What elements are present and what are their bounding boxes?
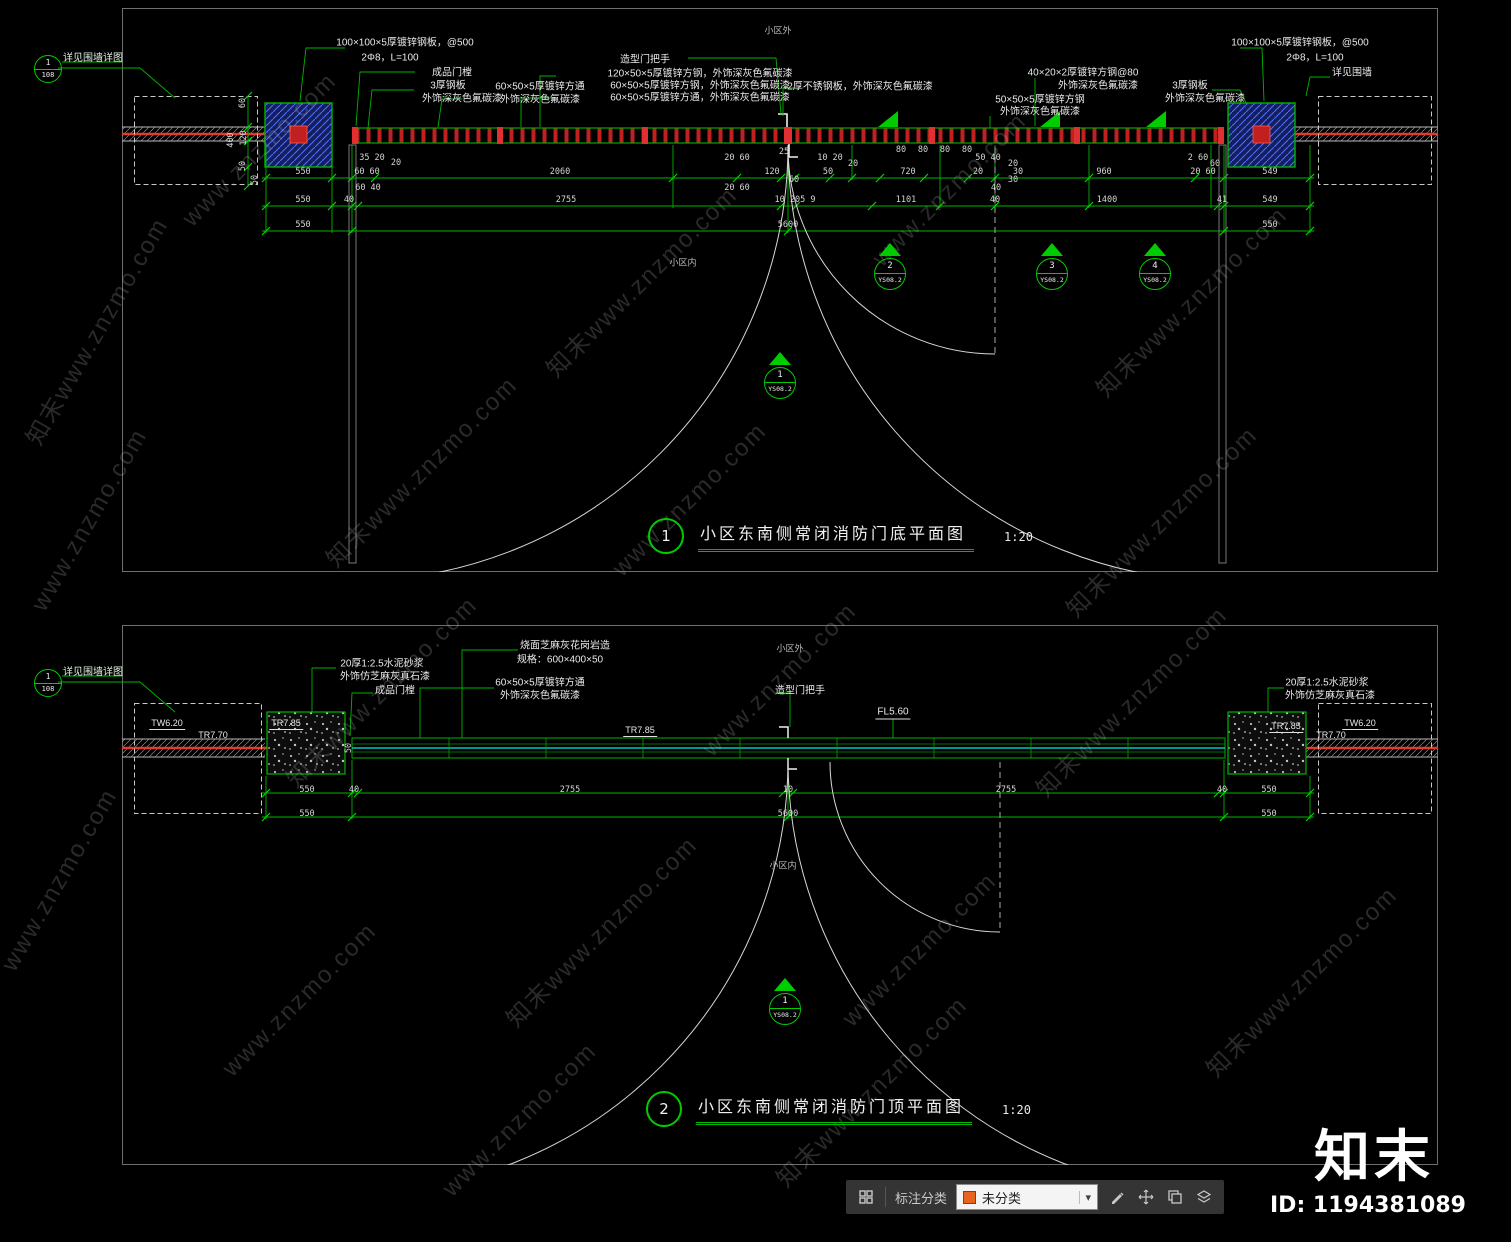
- section-flag-icons: [878, 111, 1166, 127]
- p2-drawing-title: 2 小区东南侧常闭消防门顶平面图 1:20: [646, 1091, 1031, 1127]
- p2-door-swing-arcs: [355, 760, 1221, 1193]
- p1-detail-ref-bubble: 1 108: [34, 55, 62, 83]
- title-text: 小区东南侧常闭消防门顶平面图: [696, 1093, 972, 1125]
- p1-leader-lines: [58, 48, 1330, 128]
- move-icon-button[interactable]: [1136, 1187, 1156, 1207]
- p2-detail-ref-bubble: 1 108: [34, 669, 62, 697]
- move-arrows-icon: [1138, 1189, 1154, 1205]
- marker-arrow-icon: [879, 243, 901, 256]
- index-marker: 1 YS08.2: [764, 352, 796, 399]
- index-marker: 4 YS08.2: [1139, 243, 1171, 290]
- category-label: 标注分类: [895, 1188, 947, 1207]
- p2-posts: [267, 712, 1306, 774]
- category-color-swatch: [963, 1191, 976, 1204]
- ref-number: 1: [35, 670, 61, 684]
- title-scale: 1:20: [1002, 1103, 1031, 1117]
- title-number-bubble: 1: [648, 518, 684, 554]
- ref-sheet: 108: [35, 70, 61, 81]
- copy-icon: [1167, 1189, 1183, 1205]
- category-select[interactable]: 未分类 ▾: [956, 1184, 1098, 1210]
- index-marker: 3 YS08.2: [1036, 243, 1068, 290]
- chevron-down-icon: ▾: [1079, 1191, 1091, 1204]
- ref-number: 1: [35, 56, 61, 70]
- annotation-toolbar: 标注分类 未分类 ▾: [846, 1180, 1224, 1214]
- category-selected-value: 未分类: [982, 1188, 1021, 1207]
- marker-arrow-icon: [774, 978, 796, 991]
- apps-grid-icon-button[interactable]: [856, 1187, 876, 1207]
- title-text: 小区东南侧常闭消防门底平面图: [698, 520, 974, 552]
- p1-dimension-lines: [248, 96, 1314, 233]
- p2-leader-lines: [58, 650, 1284, 738]
- index-marker: 1 YS08.2: [769, 978, 801, 1025]
- p1-drawing-title: 1 小区东南侧常闭消防门底平面图 1:20: [648, 518, 1033, 554]
- marker-arrow-icon: [1041, 243, 1063, 256]
- layers-icon-button[interactable]: [1194, 1187, 1214, 1207]
- ref-sheet: 108: [35, 684, 61, 695]
- panel1-border: [123, 9, 1438, 572]
- page-id-text: ID: 1194381089: [1270, 1193, 1466, 1218]
- edit-pencil-icon: [1109, 1189, 1125, 1205]
- toolbar-divider: [885, 1187, 886, 1207]
- p1-detail-ref-note: 详见围墙详图: [63, 49, 123, 64]
- p2-detail-ref-note: 详见围墙详图: [63, 663, 123, 678]
- edit-icon-button[interactable]: [1107, 1187, 1127, 1207]
- copy-icon-button[interactable]: [1165, 1187, 1185, 1207]
- marker-arrow-icon: [1144, 243, 1166, 256]
- layers-icon: [1196, 1189, 1212, 1205]
- title-scale: 1:20: [1004, 530, 1033, 544]
- site-logo: 知末: [1314, 1112, 1434, 1193]
- title-number-bubble: 2: [646, 1091, 682, 1127]
- index-marker: 2 YS08.2: [874, 243, 906, 290]
- marker-arrow-icon: [769, 352, 791, 365]
- panel2-border: [123, 626, 1438, 1165]
- apps-grid-icon: [858, 1189, 874, 1205]
